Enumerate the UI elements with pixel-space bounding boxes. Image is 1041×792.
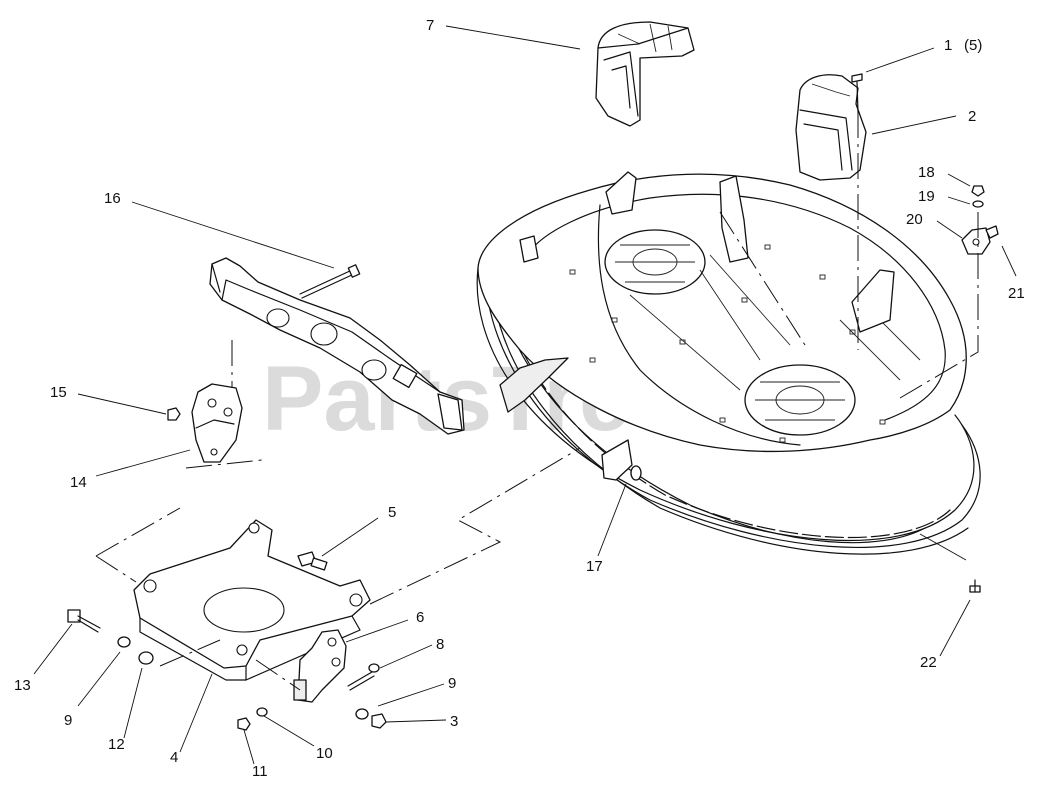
- callout-12: 12: [108, 736, 125, 753]
- part-16-arm: [209, 257, 465, 435]
- callout-6: 6: [416, 609, 424, 626]
- part-9-washer-left: [117, 636, 131, 648]
- callout-1: 1: [944, 37, 952, 54]
- mower-deck: [476, 171, 981, 555]
- callout-19: 19: [918, 188, 935, 205]
- part-12-spacer: [138, 651, 154, 665]
- callout-20: 20: [906, 211, 923, 228]
- part-13-bolt: [67, 609, 101, 633]
- part-16-bolt: [299, 264, 361, 299]
- part-20-bracket: [961, 225, 999, 255]
- part-6-bracket: [293, 629, 347, 703]
- callout-7: 7: [426, 17, 434, 34]
- callout-16: 16: [104, 190, 121, 207]
- part-7-chute: [595, 21, 695, 127]
- part-22-screw: [969, 579, 981, 593]
- assembly-lines: [95, 112, 979, 691]
- callout-10: 10: [316, 745, 333, 762]
- callout-1-quantity: (5): [964, 37, 982, 54]
- callout-14: 14: [70, 474, 87, 491]
- callout-2: 2: [968, 108, 976, 125]
- part-1-screw: [851, 73, 863, 113]
- leader-lines: [33, 25, 1017, 765]
- callout-17: 17: [586, 558, 603, 575]
- part-4-plate: [133, 519, 371, 681]
- callout-8: 8: [436, 636, 444, 653]
- part-19-washer: [972, 200, 984, 208]
- callout-4: 4: [170, 749, 178, 766]
- callout-22: 22: [920, 654, 937, 671]
- part-18-nut: [971, 185, 985, 197]
- callout-3: 3: [450, 713, 458, 730]
- part-8-bolt: [347, 663, 380, 691]
- part-5-bolt: [297, 551, 328, 571]
- callout-18: 18: [918, 164, 935, 181]
- part-14-bracket: [191, 383, 243, 463]
- callout-15: 15: [50, 384, 67, 401]
- callout-5: 5: [388, 504, 396, 521]
- callout-9-left: 9: [64, 712, 72, 729]
- callout-11: 11: [252, 763, 268, 780]
- callout-9-right: 9: [448, 675, 456, 692]
- part-2-deflector: [795, 74, 867, 181]
- part-9-washer-right: [355, 708, 369, 720]
- part-15-nut: [167, 407, 181, 421]
- part-11-nut: [237, 717, 251, 731]
- part-10-washer: [256, 707, 268, 717]
- callout-13: 13: [14, 677, 31, 694]
- callout-labels: 7 1 (5) 2 18 19 20 21 16 15 14 5 6 8 9 3…: [14, 17, 1025, 780]
- callout-21: 21: [1008, 285, 1025, 302]
- part-3-nut: [371, 713, 387, 729]
